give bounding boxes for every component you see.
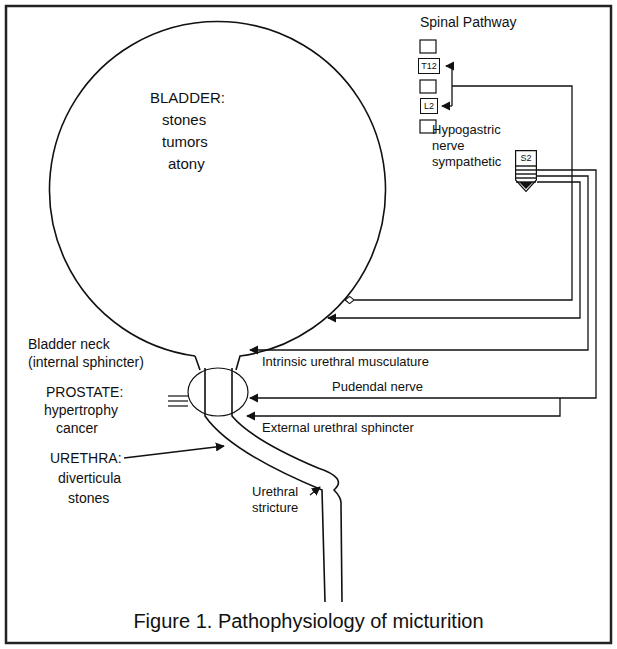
condition-label: cancer xyxy=(56,420,98,436)
marker-tip xyxy=(519,182,533,189)
vertebra-box: L2 xyxy=(420,98,438,114)
structure-label: Bladder neck xyxy=(28,336,110,352)
organ-name: BLADDER: xyxy=(150,90,225,106)
organ-name: URETHRA: xyxy=(50,450,122,466)
sacral-segment-marker: S2 xyxy=(515,150,537,192)
leader-arrow xyxy=(124,446,224,458)
nerve-label: sympathetic xyxy=(432,154,501,170)
nerve-label: Hypogastric xyxy=(432,122,501,138)
prostate-tick xyxy=(168,405,188,406)
vertebra-box: T12 xyxy=(418,58,440,74)
segment-label: T12 xyxy=(419,59,439,71)
frame-border xyxy=(6,6,611,643)
pelvic-nerve-line xyxy=(328,182,580,318)
condition-label: Urethral xyxy=(252,484,298,500)
urethra-wall xyxy=(232,368,342,602)
marker-hatching xyxy=(516,173,536,174)
prostate-tick xyxy=(168,395,188,396)
section-heading: Spinal Pathway xyxy=(420,14,517,30)
condition-label: hypertrophy xyxy=(44,402,118,418)
segment-label: S2 xyxy=(515,150,537,163)
structure-label: Intrinsic urethral musculature xyxy=(262,354,429,370)
vertebra-box xyxy=(420,40,436,53)
nerve-label: nerve xyxy=(432,138,465,154)
figure-caption: Figure 1. Pathophysiology of micturition xyxy=(0,610,617,633)
condition-label: diverticula xyxy=(58,470,121,486)
nerve-root-line xyxy=(446,65,452,66)
structure-label: (internal sphincter) xyxy=(28,354,144,370)
leader-arrow xyxy=(310,487,320,495)
marker-hatching xyxy=(516,177,536,178)
nerve-label: Pudendal nerve xyxy=(332,379,423,395)
vertebra-box xyxy=(420,80,436,93)
prostate-outline xyxy=(188,368,248,416)
hypogastric-nerve-line xyxy=(346,86,572,300)
condition-label: atony xyxy=(168,156,205,172)
nerve-root-line xyxy=(442,105,452,106)
condition-label: stricture xyxy=(252,500,298,516)
structure-label: External urethral sphincter xyxy=(262,420,414,436)
organ-name: PROSTATE: xyxy=(46,384,123,400)
external-sphincter-line xyxy=(247,398,560,416)
segment-label: L2 xyxy=(421,99,437,111)
condition-label: stones xyxy=(68,490,109,506)
prostate-tick xyxy=(168,400,188,401)
urethra-wall xyxy=(205,368,325,602)
pudendal-nerve-line xyxy=(250,170,596,398)
marker-outline xyxy=(516,151,537,192)
marker-hatching xyxy=(516,165,536,166)
marker-hatching xyxy=(516,169,536,170)
intrinsic-musculature-line xyxy=(250,176,588,350)
condition-label: stones xyxy=(162,112,206,128)
condition-label: tumors xyxy=(162,134,208,150)
